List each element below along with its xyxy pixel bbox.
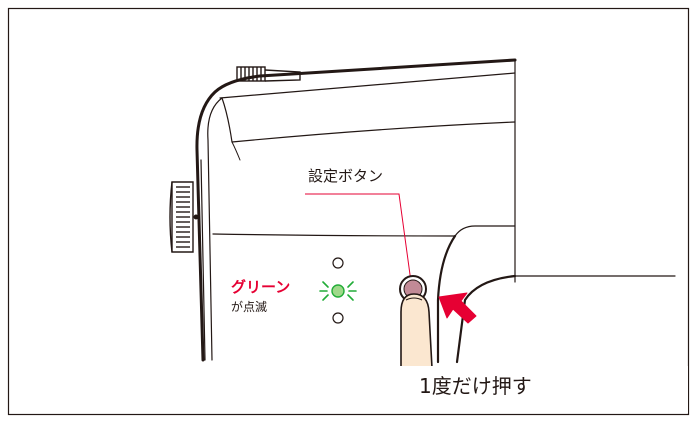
bottom-mask: [10, 366, 688, 413]
led-state-label: が点滅: [231, 300, 268, 314]
instruction-text: 1度だけ押す: [419, 374, 532, 398]
led-color-label: グリーン: [231, 278, 291, 296]
device-body: [195, 58, 676, 364]
red-arrow-icon: [438, 292, 477, 324]
outer-border: [7, 7, 690, 416]
leader-line: [305, 193, 412, 283]
led-blinking-icon: [319, 257, 357, 324]
setting-button-label: 設定ボタン: [308, 167, 384, 185]
side-dial-icon: [169, 181, 199, 253]
finger-press-icon: [400, 293, 433, 369]
